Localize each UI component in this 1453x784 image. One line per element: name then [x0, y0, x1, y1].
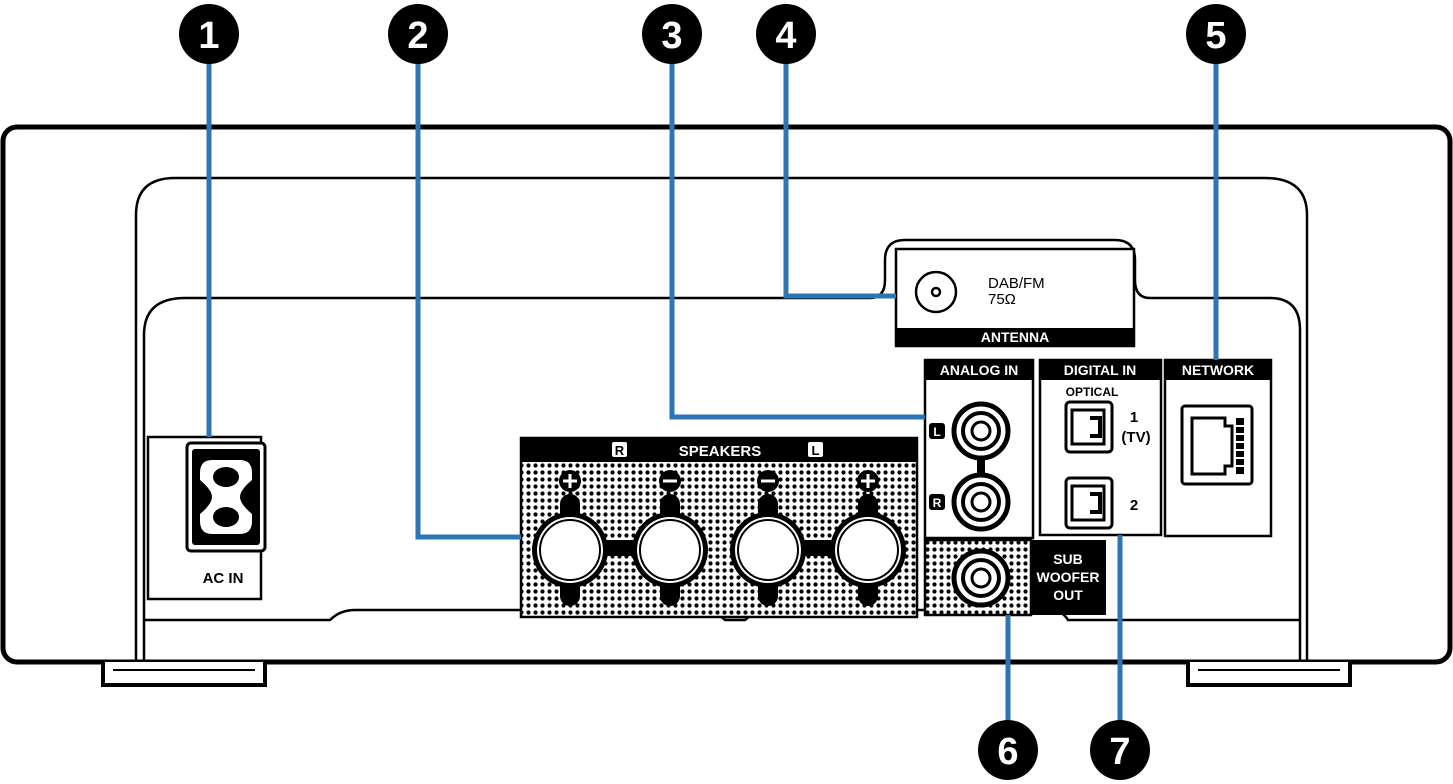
analog-r-badge: R [933, 496, 942, 510]
svg-text:3: 3 [661, 15, 682, 57]
callout-2: 2 [388, 4, 448, 64]
speaker-r-badge: R [615, 443, 625, 458]
callout-5: 5 [1186, 4, 1246, 64]
svg-text:1: 1 [198, 15, 219, 57]
antenna-jack[interactable] [914, 270, 958, 314]
subwoofer-label-line1: SUB [1053, 551, 1083, 567]
speaker-terminal-l-minus[interactable] [730, 512, 806, 588]
subwoofer-out-jack[interactable] [951, 548, 1011, 608]
speaker-terminal-r-plus[interactable] [532, 512, 608, 588]
analog-in-r-jack[interactable] [951, 472, 1011, 532]
antenna-label: ANTENNA [981, 329, 1049, 345]
optical-1-number: 1 [1130, 409, 1138, 426]
analog-in-section: ANALOG IN L R [923, 358, 1035, 540]
svg-text:5: 5 [1205, 15, 1226, 57]
subwoofer-label-line3: OUT [1053, 587, 1083, 603]
speaker-terminal-l-plus[interactable] [830, 512, 906, 588]
analog-l-badge: L [933, 425, 940, 439]
optical-1-sublabel: (TV) [1121, 429, 1150, 446]
ac-in-section: AC IN [146, 435, 267, 601]
speaker-l-badge: L [812, 443, 820, 458]
optical-2-port[interactable] [1064, 476, 1114, 530]
speakers-section: R SPEAKERS L [519, 436, 919, 619]
antenna-type-label: DAB/FM [988, 275, 1045, 292]
svg-text:7: 7 [1109, 731, 1130, 773]
optical-2-number: 2 [1130, 497, 1138, 514]
svg-text:4: 4 [775, 15, 796, 57]
analog-in-label: ANALOG IN [940, 362, 1019, 378]
speakers-label: SPEAKERS [679, 443, 762, 460]
ethernet-port[interactable] [1180, 404, 1254, 486]
minus-icon [757, 470, 779, 492]
antenna-section: ANTENNA DAB/FM 75Ω [894, 247, 1136, 348]
speaker-terminal-r-minus[interactable] [632, 512, 708, 588]
subwoofer-label-line2: WOOFER [1037, 569, 1100, 585]
callout-1: 1 [179, 4, 239, 64]
ac-in-label: AC IN [203, 570, 244, 587]
minus-icon [659, 470, 681, 492]
analog-in-l-jack[interactable] [951, 401, 1011, 461]
digital-in-section: DIGITAL IN OPTICAL 1 (TV) 2 [1038, 358, 1163, 537]
plus-icon [857, 470, 879, 492]
callout-6: 6 [978, 720, 1038, 780]
subwoofer-section: SUB WOOFER OUT [923, 538, 1106, 617]
svg-text:2: 2 [407, 15, 428, 57]
digital-in-label: DIGITAL IN [1064, 362, 1137, 378]
callout-3: 3 [642, 4, 702, 64]
callout-7: 7 [1090, 720, 1150, 780]
optical-label: OPTICAL [1066, 385, 1119, 399]
antenna-impedance-label: 75Ω [988, 291, 1016, 308]
optical-1-port[interactable] [1064, 400, 1114, 454]
svg-text:6: 6 [997, 731, 1018, 773]
plus-icon [559, 470, 581, 492]
network-section: NETWORK [1163, 358, 1273, 538]
leader-lines [206, 62, 1219, 722]
network-label: NETWORK [1182, 362, 1254, 378]
callout-4: 4 [756, 4, 816, 64]
